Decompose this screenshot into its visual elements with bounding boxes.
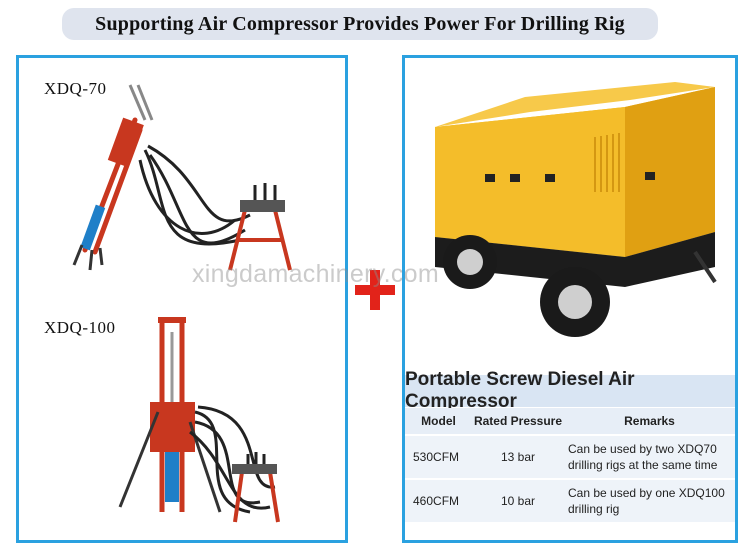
table-row: 460CFM 10 bar Can be used by one XDQ100 … [405,478,735,522]
watermark-text: xingdamachinery.com [192,260,440,288]
header-pressure: Rated Pressure [472,408,564,436]
table-row: 530CFM 13 bar Can be used by two XDQ70 d… [405,434,735,479]
spec-table: Model Rated Pressure Remarks 530CFM 13 b… [405,408,735,522]
table-title-bar: Portable Screw Diesel Air Compressor [405,369,735,412]
header-model: Model [405,408,472,436]
cell-remarks: Can be used by two XDQ70 drilling rigs a… [564,434,735,479]
cell-pressure: 10 bar [472,478,564,522]
rig-xdq70-image [72,84,292,271]
rig-xdq70-label: XDQ-70 [44,79,107,98]
banner-title: Supporting Air Compressor Provides Power… [95,12,625,35]
title-banner: Supporting Air Compressor Provides Power… [62,8,658,40]
cell-pressure: 13 bar [472,434,564,479]
rig-xdq100-image [118,317,280,523]
header-remarks: Remarks [564,408,735,436]
plus-icon [355,270,395,310]
table-header-row: Model Rated Pressure Remarks [405,408,735,436]
table-title: Portable Screw Diesel Air Compressor [405,369,635,412]
rig-xdq100-label: XDQ-100 [44,318,116,337]
cell-model: 460CFM [405,478,472,522]
cell-model: 530CFM [405,434,472,479]
air-compressor-image [435,82,717,337]
cell-remarks: Can be used by one XDQ100 drilling rig [564,478,735,522]
